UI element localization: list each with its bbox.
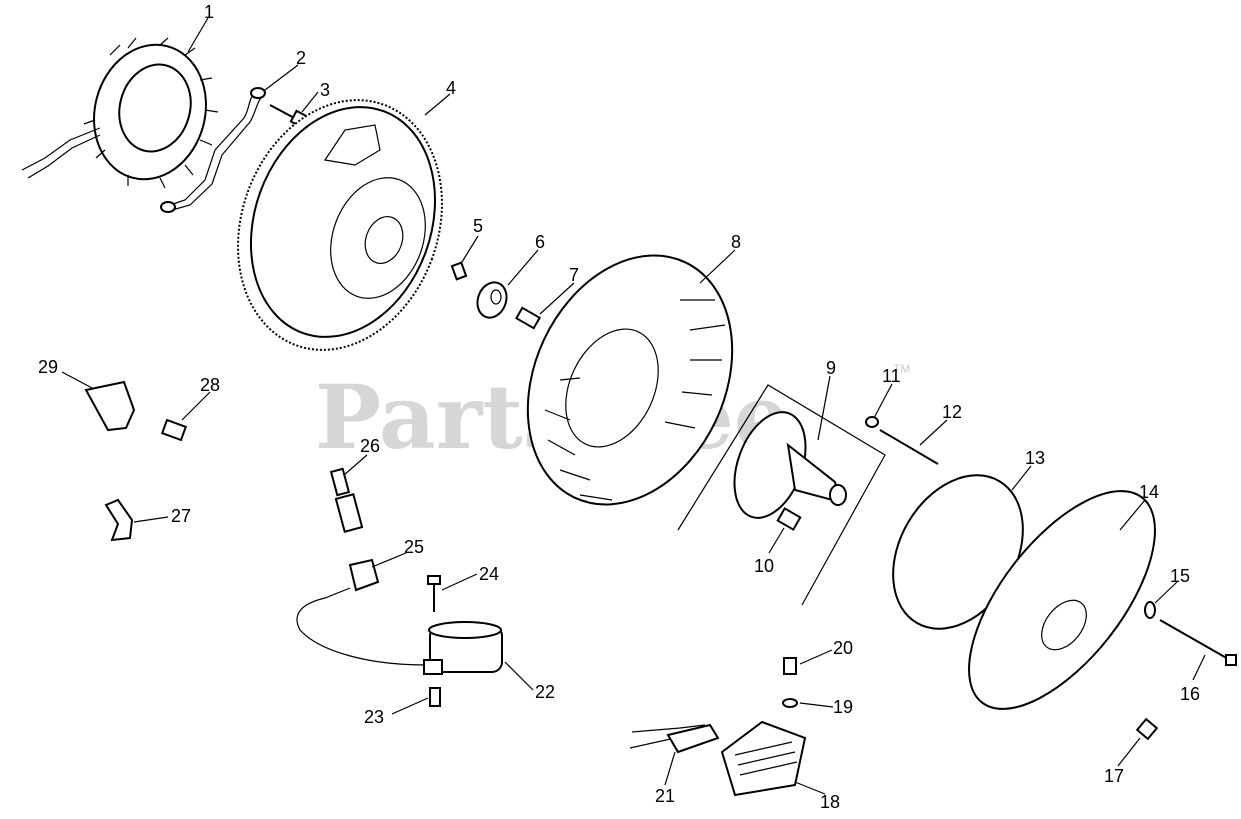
adapter-hub-part[interactable] [677, 384, 886, 606]
callout-14: 14 [1139, 482, 1159, 502]
callout-28: 28 [200, 375, 220, 395]
callout-1: 1 [204, 2, 214, 22]
spring-part[interactable] [1135, 717, 1159, 741]
callout-21: 21 [655, 786, 675, 806]
callout-3: 3 [320, 80, 330, 100]
callout-7: 7 [569, 265, 579, 285]
screw-part-24[interactable] [427, 575, 441, 612]
callout-13: 13 [1025, 448, 1045, 468]
screw-part-10[interactable] [776, 507, 802, 531]
screw-part-7[interactable] [514, 306, 542, 330]
callout-27: 27 [171, 506, 191, 526]
callout-6: 6 [535, 232, 545, 252]
callout-12: 12 [942, 402, 962, 422]
spark-plug-lead-part[interactable] [296, 558, 426, 666]
washer-part-15[interactable] [1144, 601, 1156, 619]
callout-labels: 1 2 3 4 5 6 7 8 9 10 11 12 13 14 15 16 1… [38, 2, 1200, 812]
callout-9: 9 [826, 358, 836, 378]
callout-26: 26 [360, 436, 380, 456]
leader-lines [61, 17, 1206, 795]
fan-part[interactable] [489, 222, 771, 538]
pin-part[interactable] [879, 429, 939, 465]
clip-part-27[interactable] [104, 498, 134, 542]
callout-15: 15 [1170, 566, 1190, 586]
spark-plug-part[interactable] [329, 467, 364, 533]
callout-23: 23 [364, 707, 384, 727]
stator-part[interactable] [21, 32, 221, 192]
bolt-part[interactable] [1159, 619, 1237, 666]
callout-8: 8 [731, 232, 741, 252]
callout-29: 29 [38, 357, 58, 377]
sleeve-part[interactable] [429, 687, 441, 707]
flywheel-part[interactable] [204, 71, 476, 379]
callout-11: 11 [882, 366, 901, 386]
bracket-part-29[interactable] [84, 380, 136, 432]
callout-10: 10 [754, 556, 774, 576]
callout-2: 2 [296, 48, 306, 68]
washer-part-11[interactable] [865, 416, 879, 428]
screen-part[interactable] [935, 461, 1190, 740]
callout-16: 16 [1180, 684, 1200, 704]
screw-part-28[interactable] [160, 418, 188, 442]
callout-5: 5 [473, 216, 483, 236]
connector-part[interactable] [629, 723, 720, 754]
callout-22: 22 [535, 682, 555, 702]
rectifier-part[interactable] [720, 720, 807, 797]
callout-17: 17 [1104, 766, 1124, 786]
watermark-trademark: TM [893, 362, 910, 376]
callout-20: 20 [833, 638, 853, 658]
callout-25: 25 [404, 537, 424, 557]
ignition-coil-part[interactable] [423, 621, 503, 675]
screw-part-20[interactable] [783, 657, 797, 675]
callout-19: 19 [833, 697, 853, 717]
key-part[interactable] [450, 261, 468, 281]
washer-part-6[interactable] [473, 278, 512, 321]
callout-4: 4 [446, 78, 456, 98]
callout-18: 18 [820, 792, 840, 812]
callout-24: 24 [479, 564, 499, 584]
ground-wire-part[interactable] [160, 87, 266, 213]
washer-part-19[interactable] [782, 698, 798, 708]
